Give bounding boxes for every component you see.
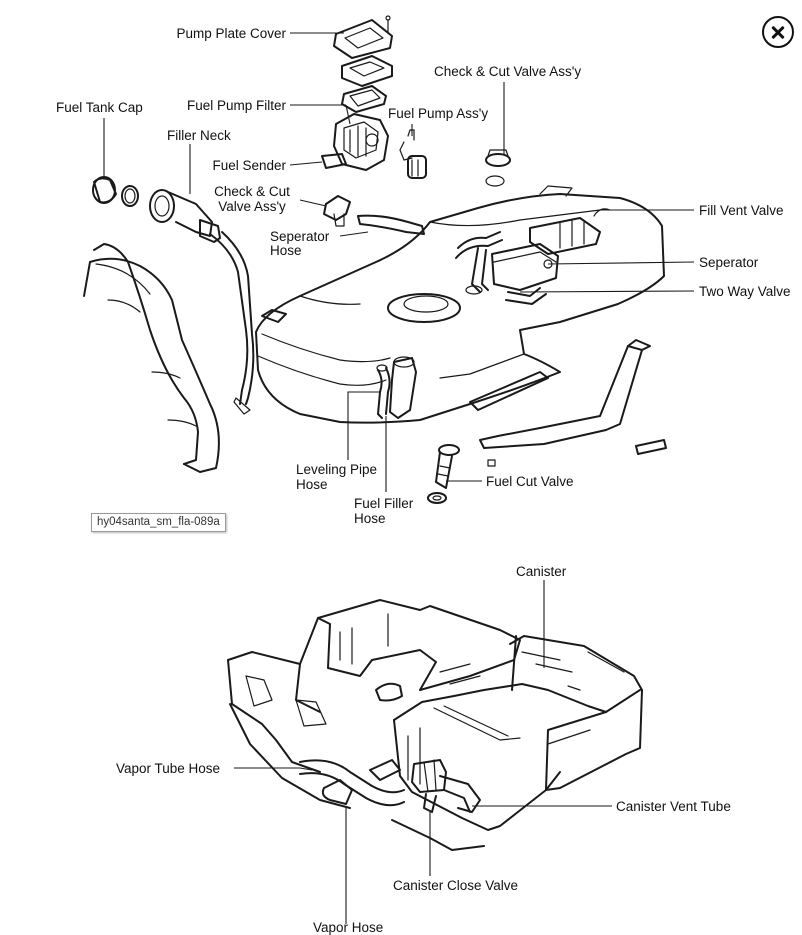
label-fuel-sender: Fuel Sender — [212, 158, 286, 173]
fuel-pump-module-part — [333, 113, 389, 171]
canister-box-part — [393, 635, 643, 831]
label-canister-close-valve: Canister Close Valve — [393, 878, 519, 893]
label-canister-vent-tube: Canister Vent Tube — [616, 799, 731, 814]
label-leveling-pipe-line2: Hose — [296, 477, 328, 492]
fuel-tank-illustration — [83, 15, 695, 504]
label-pump-plate-cover: Pump Plate Cover — [176, 26, 286, 41]
label-fuel-filler-hose-line2: Hose — [354, 511, 386, 526]
label-two-way-valve: Two Way Valve — [699, 284, 791, 299]
fuel-tank-cap-part — [92, 176, 139, 207]
filler-neck-part — [149, 189, 255, 415]
label-fill-vent-valve: Fill Vent Valve — [699, 203, 784, 218]
label-check-cut-valve-left-line1: Check & Cut — [214, 184, 290, 199]
gasket-part — [341, 85, 387, 113]
label-fuel-pump-filter: Fuel Pump Filter — [186, 98, 286, 113]
pump-plate-part — [341, 55, 393, 87]
label-vapor-tube-hose: Vapor Tube Hose — [116, 761, 221, 776]
close-button[interactable] — [762, 16, 794, 48]
label-separator: Seperator — [699, 255, 759, 270]
canister-leaders — [234, 580, 612, 924]
fuel-tank-leaders — [103, 32, 695, 492]
fuel-sender-part — [321, 153, 347, 169]
canister-tray-part — [227, 599, 521, 851]
fuel-pump-assy-part — [399, 129, 427, 179]
label-check-cut-valve-top: Check & Cut Valve Ass'y — [434, 64, 582, 79]
label-fuel-cut-valve: Fuel Cut Valve — [486, 474, 574, 489]
label-filler-neck: Filler Neck — [167, 128, 231, 143]
check-cut-valve-top-part — [485, 149, 511, 187]
label-fuel-tank-cap: Fuel Tank Cap — [56, 100, 143, 115]
pump-plate-cover-part — [333, 15, 393, 59]
fuel-tank-body-part — [255, 185, 665, 424]
vapor-hoses-part — [299, 759, 481, 813]
figure-id-tag: hy04santa_sm_fla-089a — [91, 513, 226, 532]
label-separator-hose-line2: Hose — [270, 243, 302, 258]
tank-strap-part — [469, 339, 667, 467]
label-leveling-pipe-line1: Leveling Pipe — [296, 462, 378, 477]
large-filler-hose-part — [83, 243, 220, 473]
label-fuel-filler-hose-line1: Fuel Filler — [354, 496, 414, 511]
label-vapor-hose: Vapor Hose — [313, 920, 384, 935]
label-check-cut-valve-left-line2: Valve Ass'y — [218, 199, 286, 214]
check-cut-valve-left-part — [323, 195, 351, 227]
label-canister: Canister — [516, 564, 567, 579]
label-fuel-pump-assy: Fuel Pump Ass'y — [388, 106, 489, 121]
label-separator-hose-line1: Seperator — [270, 229, 330, 244]
fuel-cut-valve-part — [427, 444, 460, 504]
